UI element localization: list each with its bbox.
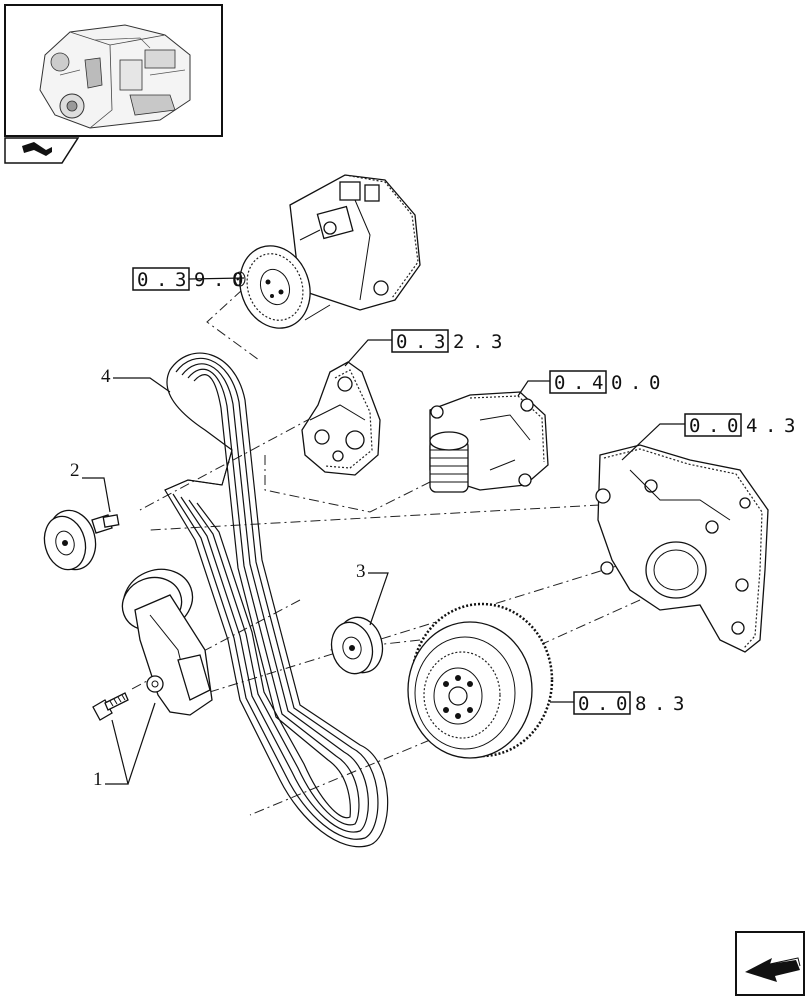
ref-damper-d0: 0 xyxy=(578,693,589,715)
hand-book-icon xyxy=(22,142,52,156)
ref-damper[interactable]: 0 . 0 8 . 3 xyxy=(550,691,684,715)
callout-3-label: 3 xyxy=(356,561,366,582)
ref-alternator-d5: 0 xyxy=(649,372,660,394)
ref-damper-d4: . xyxy=(654,693,665,715)
ref-ac-compressor-d5: 0 xyxy=(232,269,243,291)
callout-2-label: 2 xyxy=(70,460,80,481)
idler-pulley-upper[interactable] xyxy=(39,505,120,575)
ref-alternator-d0: 0 xyxy=(554,372,565,394)
drive-belt[interactable] xyxy=(164,352,389,848)
alternator[interactable] xyxy=(429,391,549,493)
ref-ac-compressor-d0: 0 xyxy=(137,269,148,291)
engine-thumbnail-image xyxy=(39,24,191,129)
ref-alternator-d1: . xyxy=(573,372,584,394)
ref-bracket[interactable]: 0 . 3 2 . 3 xyxy=(344,329,502,367)
ref-timing-cover-d4: . xyxy=(765,415,776,437)
ref-bracket-d3: 2 xyxy=(453,331,464,353)
callout-4[interactable]: 4 xyxy=(101,366,171,393)
ref-bracket-d5: 3 xyxy=(491,331,502,353)
ref-ac-compressor-d2: 3 xyxy=(175,269,186,291)
ref-alternator-d2: 4 xyxy=(592,372,603,394)
ref-ac-compressor-d1: . xyxy=(156,269,167,291)
idler-pulley-lower[interactable] xyxy=(326,612,389,678)
next-page-button[interactable] xyxy=(735,931,805,996)
book-tab-icon[interactable] xyxy=(4,137,80,164)
callout-1-label: 1 xyxy=(93,769,103,790)
ref-damper-d1: . xyxy=(597,693,608,715)
callout-4-label: 4 xyxy=(101,366,111,387)
ref-damper-d2: 0 xyxy=(616,693,627,715)
callout-2[interactable]: 2 xyxy=(70,460,111,513)
callout-1[interactable]: 1 xyxy=(93,702,156,790)
engine-thumbnail[interactable] xyxy=(4,4,223,137)
ref-ac-compressor[interactable]: 0 . 3 9 . 0 xyxy=(132,267,246,291)
ref-timing-cover-d5: 3 xyxy=(784,415,795,437)
tensioner-bolt[interactable] xyxy=(92,692,129,721)
alignment-lines xyxy=(129,289,641,816)
bracket[interactable] xyxy=(301,361,381,476)
ref-alternator-d3: 0 xyxy=(611,372,622,394)
timing-cover[interactable] xyxy=(595,444,769,653)
ac-compressor[interactable] xyxy=(229,174,421,338)
ref-bracket-d2: 3 xyxy=(434,331,445,353)
ref-alternator-d4: . xyxy=(630,372,641,394)
ref-timing-cover-d1: . xyxy=(708,415,719,437)
ref-timing-cover-d0: 0 xyxy=(689,415,700,437)
ref-damper-d5: 3 xyxy=(673,693,684,715)
belt-tensioner[interactable] xyxy=(115,560,213,716)
ref-timing-cover-d3: 4 xyxy=(746,415,757,437)
ref-timing-cover[interactable]: 0 . 0 4 . 3 xyxy=(621,413,795,461)
ref-alternator[interactable]: 0 . 4 0 . 0 xyxy=(517,370,660,397)
ref-bracket-d1: . xyxy=(415,331,426,353)
vibration-damper[interactable] xyxy=(407,602,554,759)
ref-bracket-d0: 0 xyxy=(396,331,407,353)
ref-timing-cover-d2: 0 xyxy=(727,415,738,437)
callout-3[interactable]: 3 xyxy=(356,561,389,626)
ref-ac-compressor-d4: . xyxy=(213,269,224,291)
ref-damper-d3: 8 xyxy=(635,693,646,715)
ref-ac-compressor-d3: 9 xyxy=(194,269,205,291)
arrow-left-icon xyxy=(745,958,800,982)
ref-bracket-d4: . xyxy=(472,331,483,353)
